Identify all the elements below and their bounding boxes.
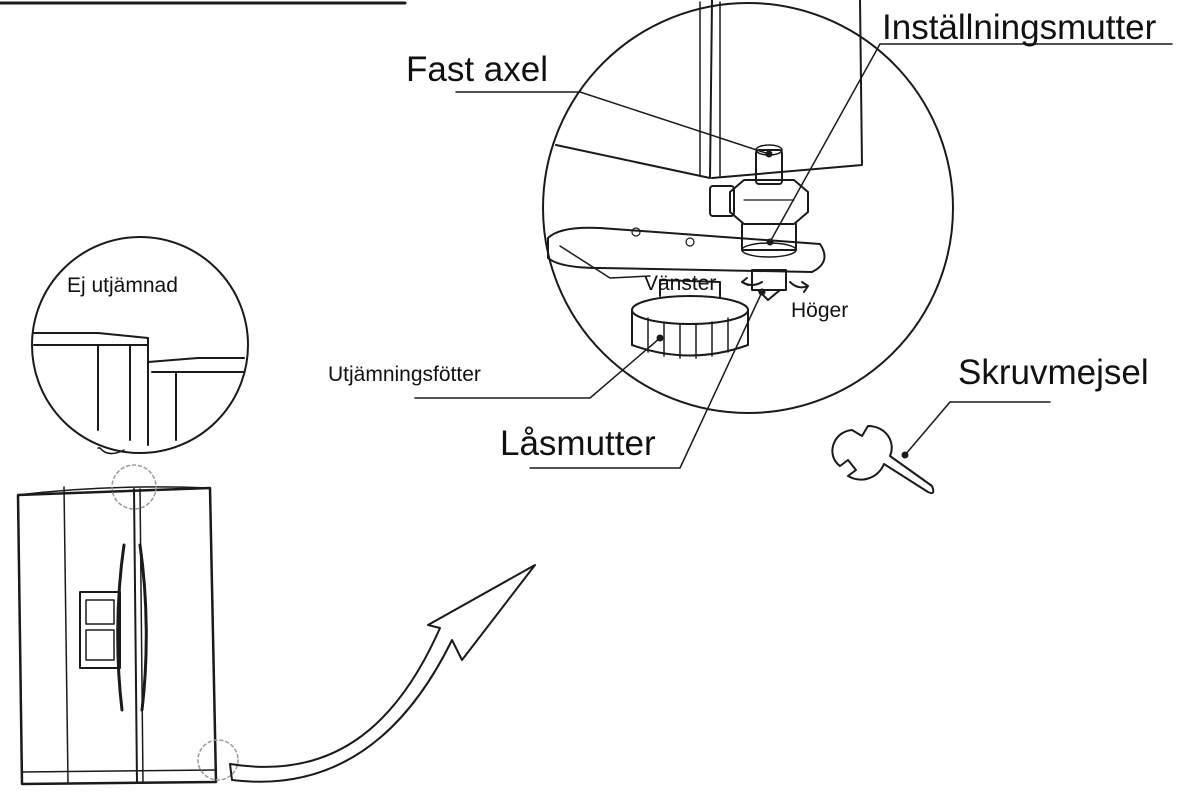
leader-dots bbox=[656, 150, 909, 459]
top-gap-highlight bbox=[111, 464, 157, 510]
label-ej-utjamnad: Ej utjämnad bbox=[67, 274, 178, 297]
label-skruvmejsel: Skruvmejsel bbox=[958, 353, 1149, 392]
label-utjamningsfotter: Utjämningsfötter bbox=[328, 363, 481, 386]
foot-highlight bbox=[197, 739, 239, 781]
label-fast-axel: Fast axel bbox=[406, 50, 548, 89]
label-hoger: Höger bbox=[791, 299, 849, 322]
foot-detail bbox=[542, 0, 954, 414]
wrench-icon bbox=[831, 425, 935, 495]
leader-lines bbox=[414, 43, 1173, 469]
label-installningsmutter: Inställningsmutter bbox=[882, 8, 1157, 47]
zoom-arrow bbox=[229, 564, 536, 783]
label-lasmutter: Låsmutter bbox=[500, 424, 656, 463]
label-vanster: Vänster bbox=[644, 272, 717, 295]
not-leveled-detail bbox=[31, 236, 249, 455]
refrigerator-icon bbox=[16, 486, 218, 786]
